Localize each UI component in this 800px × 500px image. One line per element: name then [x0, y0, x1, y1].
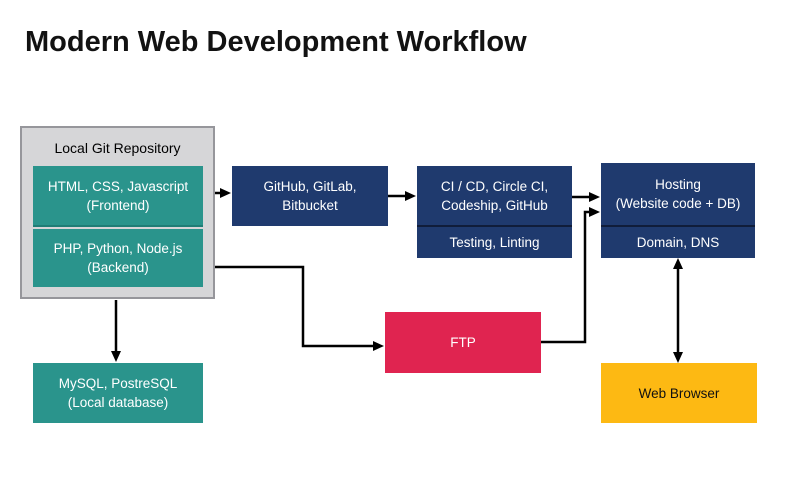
frontend-node: HTML, CSS, Javascript (Frontend) — [33, 166, 203, 227]
local-database-line1: MySQL, PostreSQL — [58, 376, 178, 391]
ci-cd-section: CI / CD, Circle CI, Codeship, GitHub — [417, 166, 572, 225]
frontend-line2: (Frontend) — [86, 197, 150, 213]
web-browser-label: Web Browser — [638, 385, 720, 401]
arrow-hosting-browser-bidirectional — [673, 258, 683, 363]
git-hosting-line1: GitHub, GitLab, — [263, 179, 357, 194]
ftp-label: FTP — [450, 335, 476, 350]
backend-node: PHP, Python, Node.js (Backend) — [33, 229, 203, 287]
arrow-cicd-to-hosting — [572, 192, 600, 202]
ftp-node: FTP — [385, 312, 541, 373]
domain-dns-section: Domain, DNS — [601, 225, 755, 258]
ci-cd-node: CI / CD, Circle CI, Codeship, GitHub Tes… — [417, 166, 572, 258]
hosting-node: Hosting (Website code + DB) Domain, DNS — [601, 163, 755, 258]
ci-cd-line2: Codeship, GitHub — [441, 197, 548, 213]
local-database-node: MySQL, PostreSQL (Local database) — [33, 363, 203, 423]
frontend-line1: HTML, CSS, Javascript — [47, 178, 189, 194]
local-database-line2: (Local database) — [67, 395, 169, 410]
backend-line1: PHP, Python, Node.js — [53, 241, 183, 256]
testing-linting-label: Testing, Linting — [449, 235, 540, 250]
hosting-section: Hosting (Website code + DB) — [601, 163, 755, 225]
local-git-repository-label: Local Git Repository — [54, 140, 181, 156]
arrow-repo-to-githosting — [215, 188, 231, 198]
backend-line2: (Backend) — [87, 260, 149, 275]
git-hosting-node: GitHub, GitLab, Bitbucket — [232, 166, 388, 226]
domain-dns-label: Domain, DNS — [636, 235, 720, 250]
arrow-githosting-to-cicd — [388, 191, 416, 201]
web-browser-node: Web Browser — [601, 363, 757, 423]
hosting-line2: (Website code + DB) — [615, 196, 741, 211]
hosting-line1: Hosting — [655, 177, 701, 192]
arrow-repo-to-localdb — [111, 300, 121, 362]
ci-cd-line1: CI / CD, Circle CI, — [440, 178, 549, 194]
page-title: Modern Web Development Workflow — [25, 26, 527, 58]
git-hosting-line2: Bitbucket — [282, 198, 338, 213]
testing-linting-section: Testing, Linting — [417, 225, 572, 258]
arrow-backend-to-ftp — [215, 265, 384, 351]
